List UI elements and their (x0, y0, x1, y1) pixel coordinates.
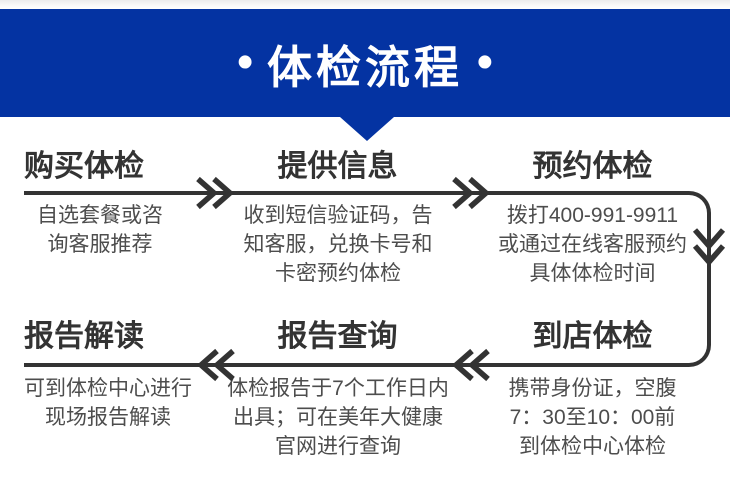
step-desc-line: 现场报告解读 (45, 406, 171, 429)
title-bullet-right-icon: • (477, 35, 493, 87)
step-desc-line: 官网进行查询 (275, 435, 401, 458)
title-bullet-left-icon: • (237, 35, 253, 87)
step-desc-line: 体检报告于7个工作日内 (227, 377, 449, 400)
double-chevron-left-icon (452, 346, 492, 384)
banner-pointer-triangle (340, 117, 394, 141)
step-desc-book-exam: 拨打400-991-9911 或通过在线客服预约 具体体检时间 (480, 201, 705, 288)
double-chevron-right-icon (450, 174, 490, 212)
step-desc-line: 出具；可在美年大健康 (233, 406, 443, 429)
step-title-book-exam: 预约体检 (532, 150, 653, 183)
double-chevron-down-icon (690, 226, 728, 266)
step-desc-line: 知客服，兑换卡号和 (243, 233, 433, 256)
step-desc-line: 收到短信验证码，告 (243, 204, 433, 227)
step-desc-line: 具体体检时间 (529, 262, 656, 285)
step-title-provide-info: 提供信息 (277, 150, 398, 183)
step-desc-report-query: 体检报告于7个工作日内 出具；可在美年大健康 官网进行查询 (218, 374, 458, 461)
step-desc-report-reading: 可到体检中心进行 现场报告解读 (8, 374, 208, 432)
step-desc-line: 卡密预约体检 (275, 262, 401, 285)
double-chevron-left-icon (197, 346, 237, 384)
step-desc-line: 拨打400-991-9911 (506, 204, 679, 227)
double-chevron-right-icon (194, 174, 234, 212)
step-title-buy-exam: 购买体检 (24, 150, 144, 183)
step-desc-provide-info: 收到短信验证码，告 知客服，兑换卡号和 卡密预约体检 (218, 201, 458, 288)
page-title-text: 体检流程 (266, 41, 463, 93)
step-title-report-reading: 报告解读 (24, 320, 144, 353)
step-desc-line: 询客服推荐 (47, 233, 153, 256)
header-banner: • 体检流程 • (0, 9, 730, 117)
step-title-report-query: 报告查询 (277, 320, 398, 353)
flow-connector-line (24, 191, 711, 367)
step-desc-line: 到体检中心体检 (519, 435, 666, 458)
step-desc-line: 7：30至10：00前 (509, 406, 676, 429)
step-desc-line: 携带身份证，空腹 (508, 377, 677, 400)
step-desc-visit-center: 携带身份证，空腹 7：30至10：00前 到体检中心体检 (480, 374, 705, 461)
step-desc-line: 或通过在线客服预约 (498, 233, 687, 256)
step-desc-line: 可到体检中心进行 (24, 377, 192, 400)
step-title-visit-center: 到店体检 (532, 320, 653, 353)
page-title: • 体检流程 • (223, 31, 507, 96)
top-edge-shadow (0, 0, 730, 9)
step-desc-line: 自选套餐或咨 (37, 204, 163, 227)
step-desc-buy-exam: 自选套餐或咨 询客服推荐 (8, 201, 192, 259)
